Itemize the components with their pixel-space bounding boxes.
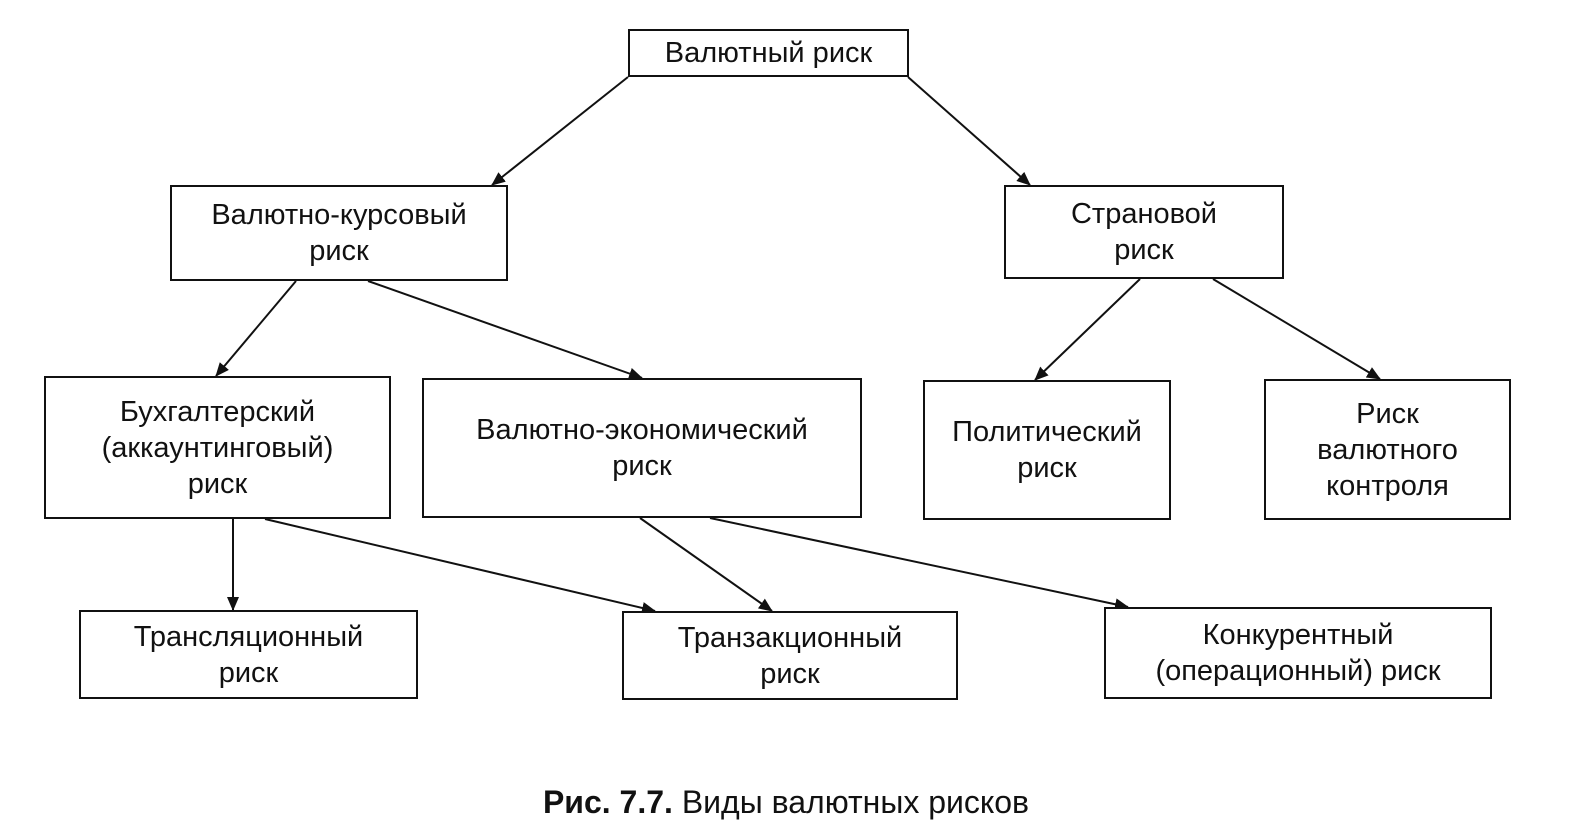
node-accounting-risk-label: Бухгалтерский (аккаунтинговый) риск (101, 395, 334, 500)
node-competitive-risk: Конкурентный (операционный) риск (1104, 607, 1492, 699)
figure-caption-text: Виды валютных рисков (681, 784, 1030, 820)
edge-country-to-political (1034, 278, 1141, 381)
edge-exchange-rate-to-economic (367, 280, 643, 380)
node-economic-risk-label: Валютно-экономический риск (476, 414, 808, 482)
node-country-risk: Страновой риск (1004, 185, 1284, 279)
node-currency-control-risk-label: Риск валютного контроля (1317, 397, 1458, 502)
node-transaction-risk-label: Транзакционный риск (677, 621, 903, 690)
node-translation-risk: Трансляционный риск (79, 610, 418, 699)
figure-caption: Рис. 7.7. Виды валютных рисков (0, 782, 1572, 822)
edge-economic-to-transaction (639, 517, 773, 612)
edge-country-to-currency-control (1212, 278, 1381, 380)
node-transaction-risk: Транзакционный риск (622, 611, 958, 700)
node-currency-control-risk: Риск валютного контроля (1264, 379, 1511, 520)
node-competitive-risk-label: Конкурентный (операционный) риск (1155, 619, 1441, 687)
node-exchange-rate-risk: Валютно-курсовый риск (170, 185, 508, 281)
node-currency-risk-label: Валютный риск (664, 37, 873, 69)
node-political-risk-label: Политический риск (952, 416, 1142, 484)
node-country-risk-label: Страновой риск (1070, 198, 1218, 266)
edge-accounting-to-transaction (264, 518, 656, 614)
edge-economic-to-competitive (709, 517, 1129, 611)
edge-exchange-rate-to-accounting (215, 280, 297, 377)
node-exchange-rate-risk-label: Валютно-курсовый риск (211, 199, 467, 267)
figure-caption-number: Рис. 7.7. (542, 784, 673, 820)
node-accounting-risk: Бухгалтерский (аккаунтинговый) риск (44, 376, 391, 519)
edge-currency-to-exchange-rate (491, 76, 629, 186)
edge-currency-to-country (907, 76, 1031, 186)
node-political-risk: Политический риск (923, 380, 1171, 520)
node-currency-risk: Валютный риск (628, 29, 909, 77)
node-economic-risk: Валютно-экономический риск (422, 378, 862, 518)
node-translation-risk-label: Трансляционный риск (133, 620, 364, 689)
